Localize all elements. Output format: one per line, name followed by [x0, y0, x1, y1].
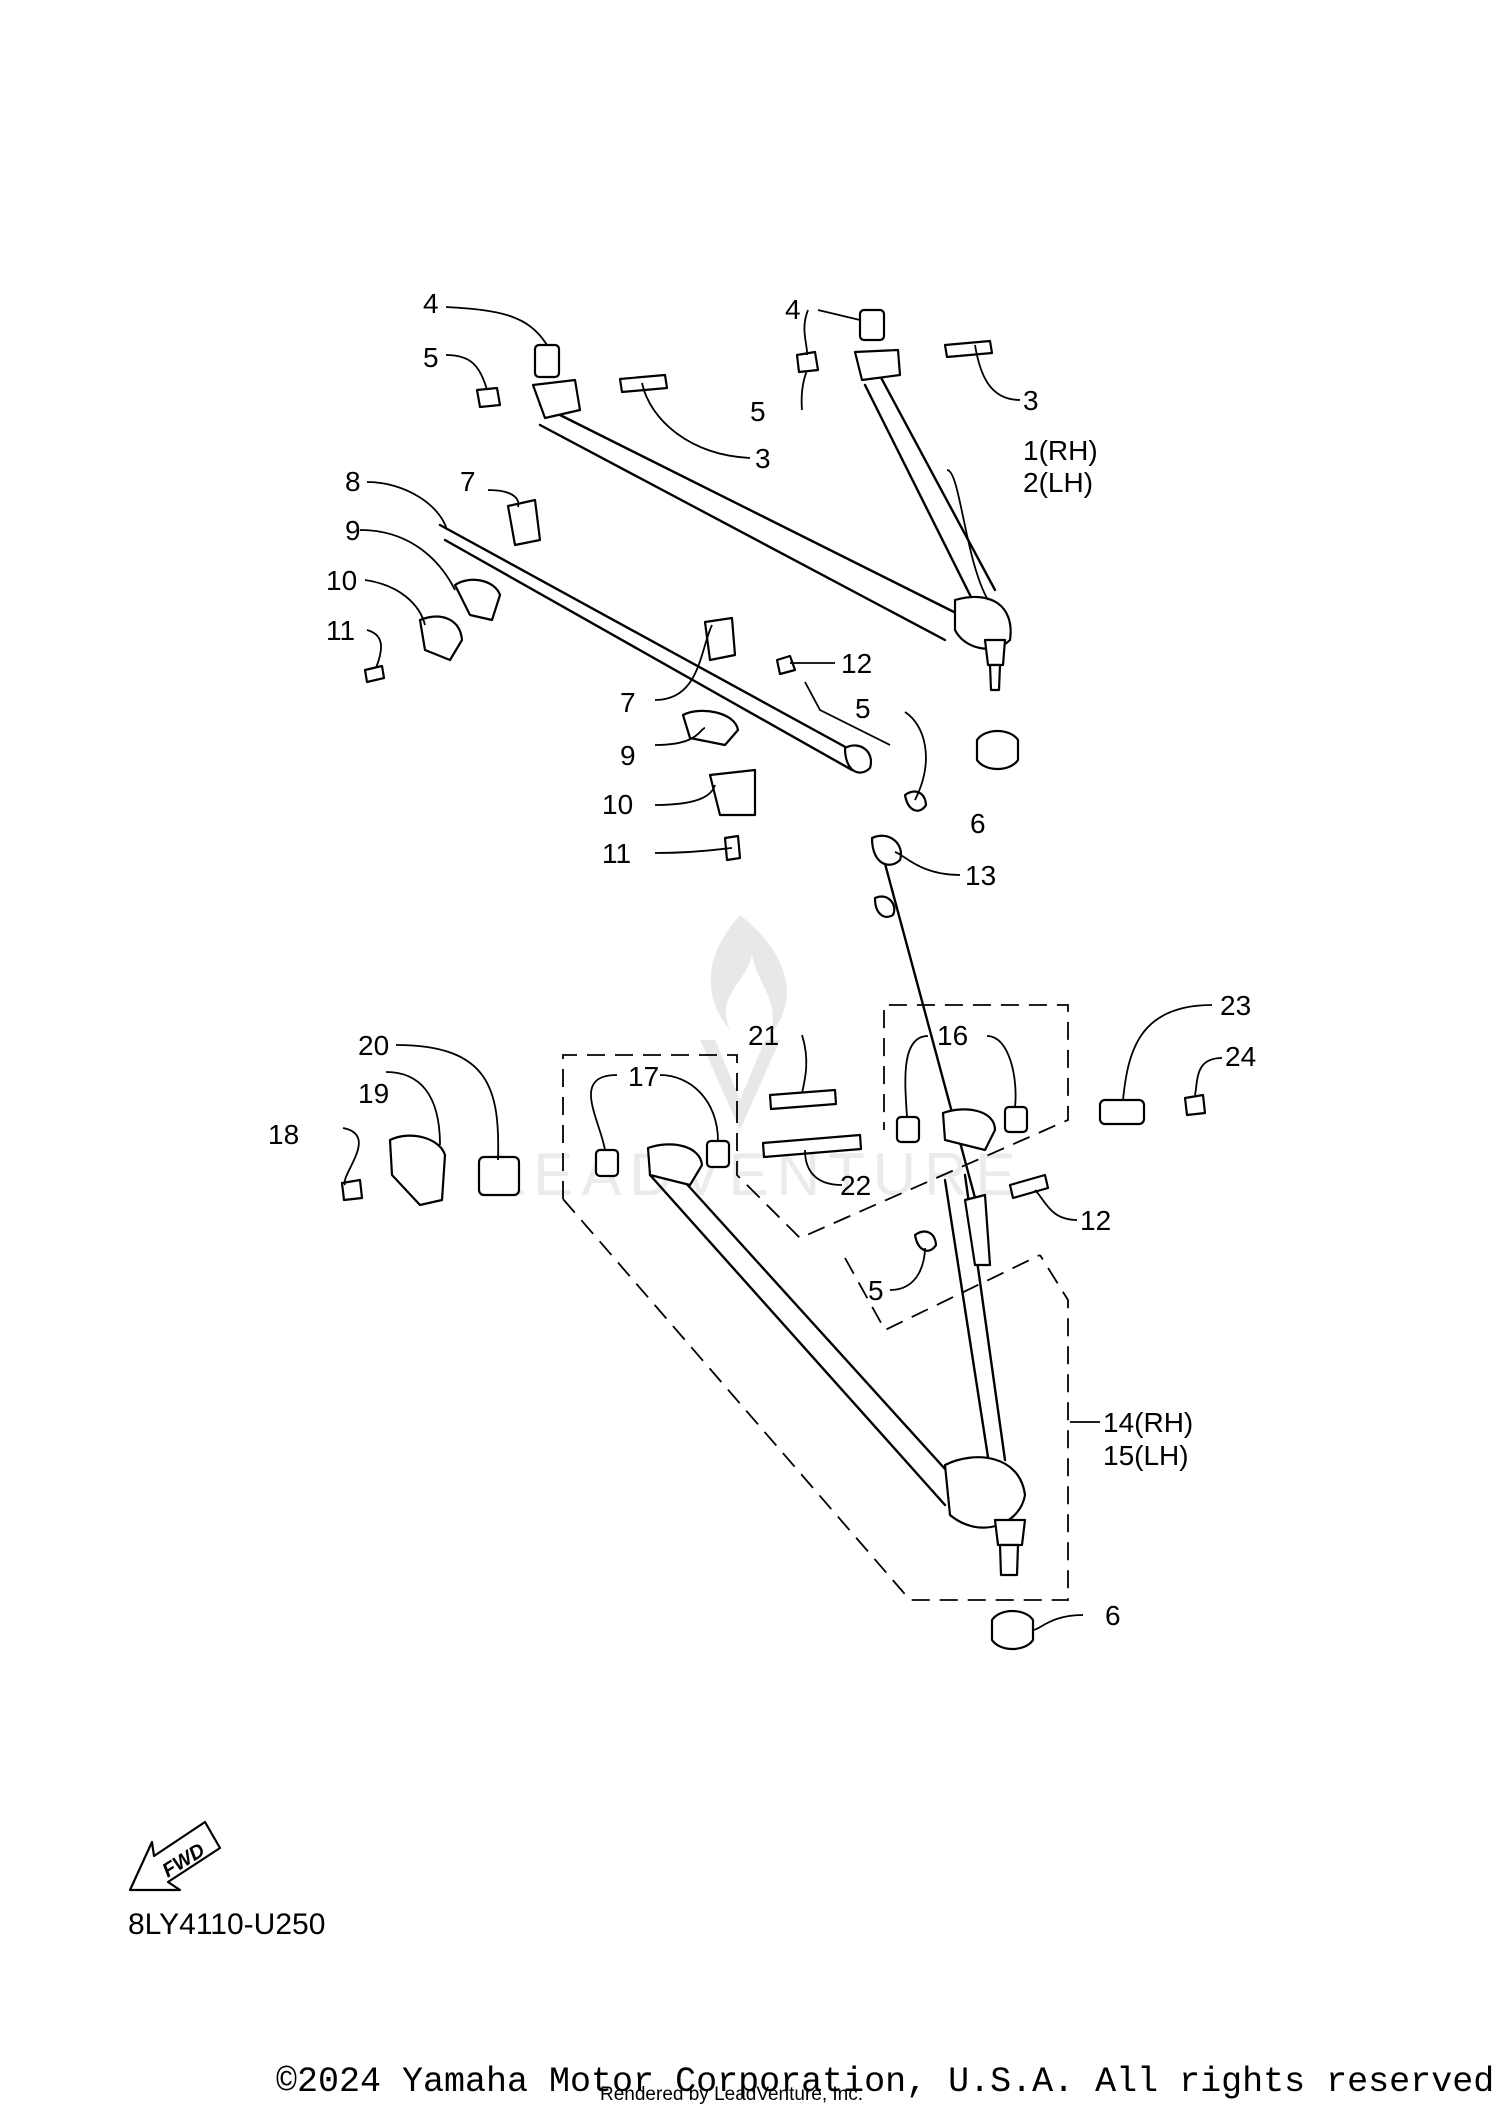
- bushing-left: [506, 498, 542, 547]
- bolt-12-upper: [775, 654, 797, 676]
- callout-17: 17: [628, 1061, 659, 1092]
- bolt-22: [761, 1133, 863, 1159]
- callout-13: 13: [965, 860, 996, 891]
- watermark-text: LEADVENTURE: [492, 1141, 1023, 1208]
- callout-9-left: 9: [345, 515, 361, 546]
- bolt-21: [768, 1088, 838, 1111]
- callout-22: 22: [840, 1170, 871, 1201]
- callout-11-right: 11: [602, 838, 631, 869]
- bushing-16b: [1003, 1105, 1029, 1134]
- callout-12-lower: 12: [1080, 1205, 1111, 1236]
- callout-18: 18: [268, 1119, 299, 1150]
- callout-3-right: 3: [1023, 385, 1039, 416]
- callout-10-right: 10: [602, 789, 633, 820]
- callout-1-rh: 1(RH): [1023, 435, 1098, 466]
- collar-23: [1098, 1098, 1146, 1126]
- callout-6-upper: 6: [970, 808, 986, 839]
- callout-11-left: 11: [326, 615, 355, 646]
- upper-arm: [531, 348, 1012, 692]
- castle-nut-upper: [975, 729, 1020, 771]
- callout-12-upper: 12: [841, 648, 872, 679]
- leadventure-watermark: LEADVENTURE: [492, 915, 1023, 1208]
- nut-5-lower: [913, 1230, 938, 1252]
- callout-15-lh: 15(LH): [1103, 1440, 1189, 1471]
- bushing-17b: [705, 1139, 731, 1169]
- bolt-12-lower: [1008, 1173, 1050, 1200]
- nut-24: [1183, 1093, 1207, 1117]
- callout-labels: 4 5 3 4 5 3 1(RH) 2(LH) 8 7 9 10 11 12 7…: [268, 288, 1256, 1631]
- callout-2-lh: 2(LH): [1023, 467, 1093, 498]
- callout-23: 23: [1220, 990, 1251, 1021]
- rendered-by-notice: Rendered by LeadVenture, Inc.: [600, 2084, 864, 2105]
- callout-5-lower: 5: [868, 1275, 884, 1306]
- callout-5-mid: 5: [855, 693, 871, 724]
- bolt-upper-left: [618, 373, 669, 394]
- leader-lines: [342, 306, 1223, 1631]
- bushing-holder-left: [453, 578, 502, 622]
- bolt-small-right: [723, 834, 742, 862]
- bolt-small-left: [363, 664, 386, 684]
- callout-10-left: 10: [326, 565, 357, 596]
- collar-left: [533, 343, 561, 379]
- callout-14-rh: 14(RH): [1103, 1407, 1193, 1438]
- upper-hardware: [475, 308, 1020, 771]
- bushing-16a: [895, 1115, 921, 1144]
- collar-20: [477, 1155, 521, 1197]
- callout-5-left: 5: [423, 342, 439, 373]
- callout-24: 24: [1225, 1041, 1256, 1072]
- bushing-holder-right: [681, 709, 740, 747]
- callout-7-left: 7: [460, 466, 476, 497]
- bushing-right: [703, 616, 737, 662]
- castle-nut-lower: [990, 1609, 1035, 1651]
- bracket-left: [418, 615, 464, 662]
- lower-arm: [646, 1108, 1027, 1577]
- callout-19: 19: [358, 1078, 389, 1109]
- callout-3-left: 3: [755, 443, 771, 474]
- bracket-19: [388, 1134, 447, 1207]
- nut-right: [795, 350, 820, 374]
- callout-8: 8: [345, 466, 361, 497]
- bolt-upper-right: [943, 339, 994, 359]
- callout-21: 21: [748, 1020, 779, 1051]
- fwd-arrow-icon: FWD: [128, 1820, 222, 1892]
- diagram-code: 8LY4110-U250: [128, 1908, 326, 1941]
- lower-hardware: [340, 1088, 1207, 1651]
- collar-right: [858, 308, 886, 342]
- callout-4-right: 4: [785, 294, 801, 325]
- callout-20: 20: [358, 1030, 389, 1061]
- copyright-notice: ©2024 Yamaha Motor Corporation, U.S.A. A…: [276, 2062, 1500, 2102]
- stabilizer-bar: [363, 498, 928, 862]
- assembly-dashed-lines: [562, 1004, 1069, 1601]
- callout-4-left: 4: [423, 288, 439, 319]
- nut-left: [475, 386, 502, 409]
- callout-6-lower: 6: [1105, 1600, 1121, 1631]
- callout-5-right: 5: [750, 396, 766, 427]
- nut-18: [340, 1178, 364, 1202]
- callout-16: 16: [937, 1020, 968, 1051]
- callout-7-right: 7: [620, 687, 636, 718]
- link-rod: [870, 834, 987, 1237]
- nut-5-mid: [903, 790, 928, 812]
- bracket-right: [708, 768, 757, 817]
- bushing-17a: [594, 1148, 620, 1178]
- callout-9-right: 9: [620, 740, 636, 771]
